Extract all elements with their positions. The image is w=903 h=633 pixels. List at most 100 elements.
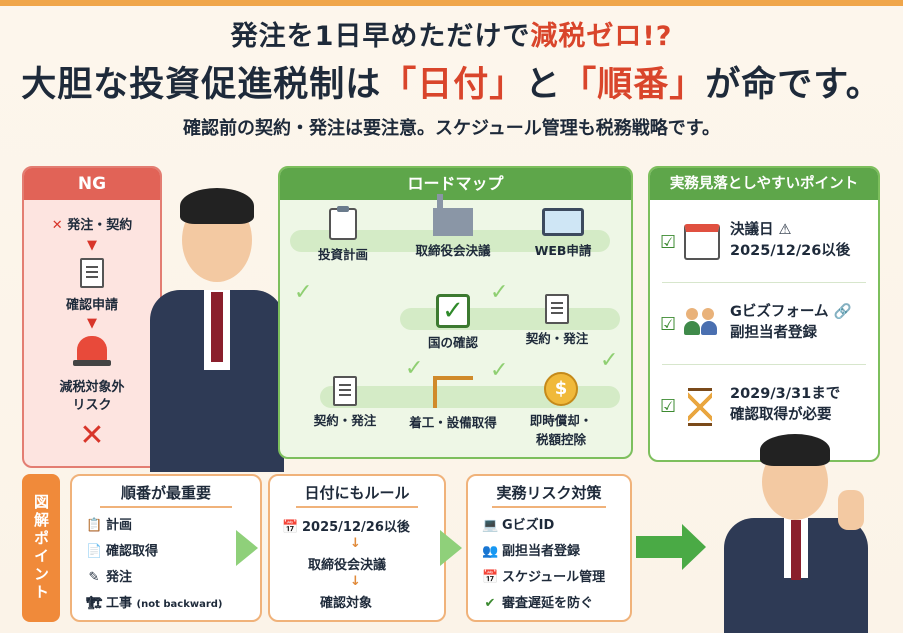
calendar-icon xyxy=(684,224,720,260)
risk-item-schedule: 📅スケジュール管理 xyxy=(482,566,605,585)
order-box-title: 順番が最重要 xyxy=(72,482,260,508)
ng-panel-title: NG xyxy=(24,168,160,200)
order-item-order-label: 発注 xyxy=(106,570,133,585)
down-arrow-icon: ↓ xyxy=(350,536,361,551)
laptop-icon: 💻 xyxy=(482,518,499,533)
point-item-deadline: ☑ 2029/3/31まで 確認取得が必要 xyxy=(650,366,878,444)
date-rule-box: 日付にもルール 📅2025/12/26以後 ↓ 取締役会決議 ↓ 確認対象 xyxy=(268,474,446,622)
siren-icon-wrap xyxy=(24,336,160,366)
checkmark-icon: ☑ xyxy=(660,232,677,253)
siren-icon xyxy=(73,336,111,366)
step-tax-credit-label: 税額控除 xyxy=(535,432,586,447)
risk-measures-box-title: 実務リスク対策 xyxy=(468,482,630,508)
headline-line-1: 発注を1日早めただけで減税ゼロ!? xyxy=(0,14,903,53)
date-rule-item-target: 確認対象 xyxy=(320,596,373,611)
point-item-line-2: 確認取得が必要 xyxy=(730,407,832,423)
order-box: 順番が最重要 📋計画 📄確認取得 ✎ 発注 🏗工事 (not backward) xyxy=(70,474,262,622)
check-icon: ✓ xyxy=(405,356,424,381)
date-rule-item-board: 取締役会決議 xyxy=(308,558,387,573)
order-item-construction: 🏗工事 (not backward) xyxy=(86,592,223,611)
step-board-resolution-label: 取締役会決議 xyxy=(415,243,491,258)
document-icon: 📄 xyxy=(86,544,103,559)
document-icon xyxy=(80,258,104,288)
order-item-confirm: 📄確認取得 xyxy=(86,540,158,559)
risk-item-sub-contact-label: 副担当者登録 xyxy=(502,544,581,559)
risk-item-sub-contact: 👥副担当者登録 xyxy=(482,540,580,559)
ng-item-excluded: 減税対象外 xyxy=(59,380,125,395)
tie xyxy=(211,292,223,362)
thumbs-up-hand xyxy=(838,490,864,530)
calendar-icon: 📅 xyxy=(482,570,499,585)
diagram-points-badge: 図解ポイント xyxy=(22,474,60,622)
check-icon: ✓ xyxy=(490,280,509,305)
top-accent-bar xyxy=(0,0,903,6)
hair xyxy=(180,188,254,224)
step-contract-order-upper: 契約・発注 xyxy=(502,294,612,347)
points-panel: 実務見落としやすいポイント ☑ 決議日 ⚠ 2025/12/26以後 ☑ Gビズ… xyxy=(648,166,880,462)
step-board-resolution: 取締役会決議 xyxy=(398,194,508,259)
risk-item-gbiz-id-label: GビズID xyxy=(502,518,555,533)
laptop-icon xyxy=(542,208,584,236)
arrow-right-icon xyxy=(636,524,706,570)
roadmap-title: ロードマップ xyxy=(280,168,631,200)
risk-item-prevent-delay-label: 審査遅延を防ぐ xyxy=(502,596,594,611)
date-rule-item-date: 📅2025/12/26以後 xyxy=(282,516,410,535)
checkmark-icon: ☑ xyxy=(660,396,677,417)
chevron-right-icon xyxy=(440,530,462,566)
calendar-icon: 📅 xyxy=(282,520,299,535)
check-icon: ✓ xyxy=(490,358,509,383)
ng-item-order-label: 発注・契約 xyxy=(67,218,133,233)
point-item-line-1: Gビズフォーム 🔗 xyxy=(730,304,852,320)
down-arrow-icon: ▼ xyxy=(87,238,97,253)
risk-item-schedule-label: スケジュール管理 xyxy=(502,570,606,585)
headline-2-highlight-order: 「順番」 xyxy=(561,65,706,105)
order-item-construction-label: 工事 xyxy=(106,596,133,611)
order-item-plan-label: 計画 xyxy=(106,518,133,533)
risk-item-gbiz-id: 💻GビズID xyxy=(482,514,554,533)
tie xyxy=(791,520,801,580)
thumbs-up-businessman-illustration xyxy=(716,430,876,633)
ng-panel: NG ✕ 発注・契約 ▼ 確認申請 ▼ 減税対象外 リスク ✕ xyxy=(22,166,162,468)
step-investment-plan: 投資計画 xyxy=(288,206,398,263)
check-box-icon: ✓ xyxy=(436,294,470,328)
order-item-order: ✎ 発注 xyxy=(86,566,132,585)
risk-item-prevent-delay: ✔ 審査遅延を防ぐ xyxy=(482,592,593,611)
point-item-line-1: 決議日 ⚠ xyxy=(730,222,792,238)
check-icon: ✔ xyxy=(484,596,496,611)
point-item-line-2: 2025/12/26以後 xyxy=(730,243,851,259)
step-depreciation-credit: $ 即時償却・ 税額控除 xyxy=(506,372,616,448)
headline-2-text: 大胆な投資促進税制は xyxy=(21,65,382,105)
risk-measures-box: 実務リスク対策 💻GビズID 👥副担当者登録 📅スケジュール管理 ✔ 審査遅延を防… xyxy=(466,474,632,622)
ng-item-risk: リスク xyxy=(72,398,112,413)
headline-1-text: 発注を1日早めただけで xyxy=(230,21,531,52)
divider xyxy=(662,364,866,365)
check-icon: ✓ xyxy=(600,348,619,373)
step-contract-order-lower-label: 契約・発注 xyxy=(313,413,377,428)
check-icon: ✓ xyxy=(294,280,313,305)
ng-item-application: 確認申請 xyxy=(65,298,118,313)
step-contract-order-upper-label: 契約・発注 xyxy=(525,331,589,346)
big-x-mark-icon: ✕ xyxy=(79,418,105,453)
point-item-line-2: 副担当者登録 xyxy=(730,325,817,341)
order-item-confirm-label: 確認取得 xyxy=(106,544,159,559)
order-item-note: (not backward) xyxy=(136,599,223,610)
step-construction-acquisition: 着工・設備取得 xyxy=(398,376,508,431)
step-depreciation-label: 即時償却・ xyxy=(529,413,593,428)
step-government-confirmation-label: 国の確認 xyxy=(427,335,478,350)
order-item-plan: 📋計画 xyxy=(86,514,132,533)
step-construction-acquisition-label: 着工・設備取得 xyxy=(409,415,497,430)
headline-line-2: 大胆な投資促進税制は「日付」と「順番」が命です。 xyxy=(0,56,903,107)
hair xyxy=(760,434,830,466)
crane-icon xyxy=(433,376,473,408)
pencil-icon: ✎ xyxy=(88,570,100,585)
roadmap-panel: ロードマップ 投資計画 取締役会決議 WEB申請 ✓ 国の確認 契約・発注 契約… xyxy=(278,166,633,459)
coins-icon: $ xyxy=(544,372,578,406)
crane-icon: 🏗 xyxy=(86,596,103,611)
points-title: 実務見落としやすいポイント xyxy=(650,168,878,200)
checkmark-icon: ☑ xyxy=(660,314,677,335)
down-arrow-icon: ↓ xyxy=(350,574,361,589)
down-arrow-icon: ▼ xyxy=(87,316,97,331)
headline-1-highlight: 減税ゼロ!? xyxy=(530,21,673,52)
clipboard-icon xyxy=(329,206,357,240)
step-contract-order-lower: 契約・発注 xyxy=(290,376,400,429)
